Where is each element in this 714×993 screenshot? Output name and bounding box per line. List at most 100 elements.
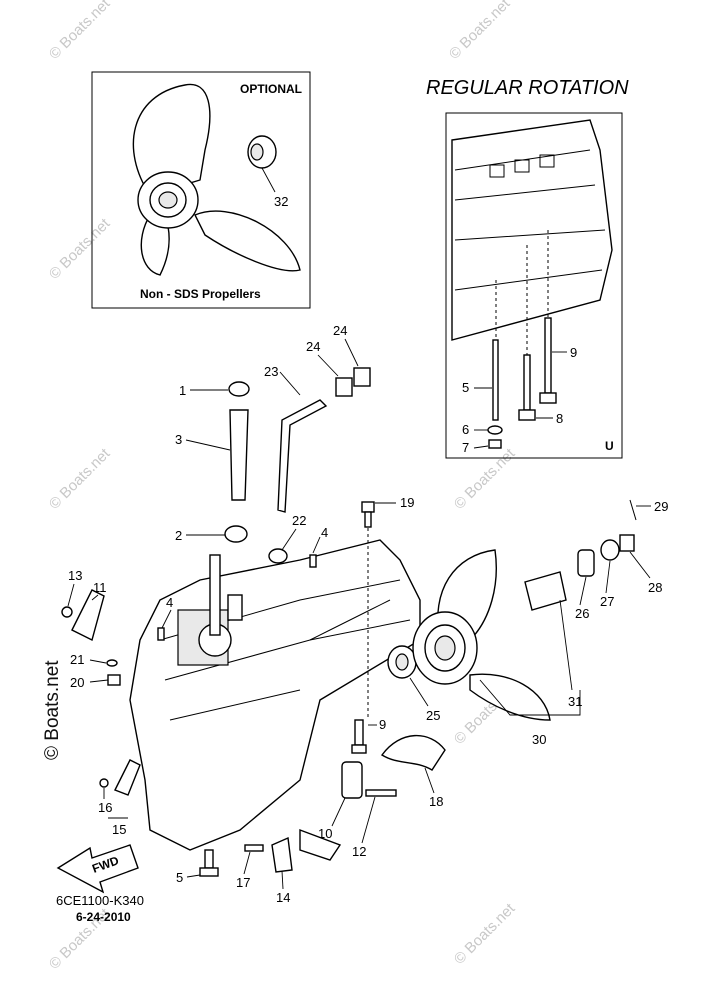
watermark-vertical: © Boats.net [42, 660, 63, 760]
callout-17: 17 [236, 875, 250, 890]
anode-icon [271, 836, 293, 873]
callout-31: 31 [568, 694, 582, 709]
regular-frame [445, 112, 623, 459]
leader-line [317, 354, 339, 377]
leader-line [185, 439, 231, 451]
callout-4b: 4 [321, 525, 328, 540]
leader-line [279, 371, 301, 396]
housing-detail-icon [514, 159, 530, 173]
leader-line [579, 576, 587, 606]
spacer-bore-icon [250, 143, 264, 161]
callout-22: 22 [292, 513, 306, 528]
left-parts [61, 367, 371, 877]
screw-icon [365, 789, 397, 797]
housing-detail-icon [539, 154, 555, 168]
fwd-arrow: FWD [56, 844, 139, 894]
callout-4: 4 [166, 595, 173, 610]
shaft-sleeve-icon [227, 594, 243, 621]
dowel-pin-icon [309, 554, 317, 568]
footer: 6CE1100-K340 6-24-2010 [56, 893, 144, 924]
optional-box: OPTIONAL Non - SDS Propellers 32 [91, 71, 311, 309]
callout-30: 30 [532, 732, 546, 747]
leader-line [161, 609, 172, 629]
callout-16: 16 [98, 800, 112, 815]
callout-6: 6 [462, 422, 469, 437]
cap-icon [353, 367, 371, 387]
diagram-date: 6-24-2010 [76, 910, 131, 924]
callout-11: 11 [93, 580, 107, 595]
callout-12: 12 [352, 844, 366, 859]
callout-9: 9 [379, 717, 386, 732]
callout-5: 5 [176, 870, 183, 885]
leader-line [344, 338, 359, 367]
callout-24b: 24 [333, 323, 347, 338]
grommet-icon [224, 525, 248, 543]
washer-icon [600, 539, 620, 561]
watermark: © Boats.net [46, 0, 114, 63]
leader-line [261, 167, 276, 193]
grommet-icon [228, 381, 250, 397]
callout-1: 1 [179, 383, 186, 398]
leader-line [281, 870, 284, 890]
watermark: © Boats.net [446, 0, 514, 63]
nut-icon [619, 534, 635, 552]
callout-15: 15 [112, 822, 126, 837]
housing-detail-icon [489, 164, 505, 178]
callout-28: 28 [648, 580, 662, 595]
callout-13: 13 [68, 568, 82, 583]
dowel-pin-icon [157, 627, 165, 641]
callout-29: 29 [654, 499, 668, 514]
leader-line [331, 797, 346, 827]
callout-24: 24 [306, 339, 320, 354]
regular-rotation-box: 5 6 7 8 9 U [445, 112, 623, 459]
callouts: 1 2 3 4 4 5 9 10 11 12 13 14 15 16 17 18… [67, 323, 668, 905]
propeller-blade-icon [194, 210, 301, 272]
callout-19: 19 [400, 495, 414, 510]
watermark: © Boats.net [46, 215, 114, 283]
plug-icon [107, 674, 121, 686]
bushing-icon [524, 571, 567, 611]
leader-line [67, 583, 75, 607]
drive-shaft-icon [209, 554, 221, 636]
right-parts [341, 499, 637, 799]
diagram-title: REGULAR ROTATION [426, 77, 629, 99]
leader-line [361, 796, 376, 844]
clamp-icon [114, 759, 141, 796]
callout-25: 25 [426, 708, 440, 723]
callout-18: 18 [429, 794, 443, 809]
callout-26: 26 [575, 606, 589, 621]
callout-7: 7 [462, 440, 469, 455]
cap-icon [335, 377, 353, 397]
bolt-head-icon [518, 409, 536, 421]
optional-caption: Non - SDS Propellers [140, 287, 261, 301]
gear-case-fins-icon [309, 599, 391, 641]
bolt-head-icon [539, 392, 557, 404]
leader-line [559, 599, 573, 691]
leader-line [243, 851, 251, 875]
bolt-icon [544, 317, 552, 394]
propeller-bore-icon [158, 191, 178, 209]
bolt-head-icon [361, 501, 375, 513]
lower-unit-assembly [129, 539, 421, 861]
nut-icon [99, 778, 109, 788]
washer-icon [106, 659, 118, 667]
bolt-head-icon [351, 744, 367, 754]
nut-icon [61, 606, 73, 618]
callout-5: 5 [462, 380, 469, 395]
callout-27: 27 [600, 594, 614, 609]
bolt-head-icon [199, 867, 219, 877]
bracket-line [479, 679, 581, 716]
callout-3: 3 [175, 432, 182, 447]
bolt-icon [204, 849, 214, 869]
cotter-pin-icon [629, 499, 637, 521]
gear-case-icon [129, 539, 421, 851]
leader-line [605, 560, 611, 594]
leader-line [89, 659, 107, 664]
callout-20: 20 [70, 675, 84, 690]
propeller-bore-icon [434, 635, 456, 661]
watermark: © Boats.net [46, 445, 114, 513]
callout-2: 2 [175, 528, 182, 543]
propeller-blade-icon [469, 673, 551, 721]
